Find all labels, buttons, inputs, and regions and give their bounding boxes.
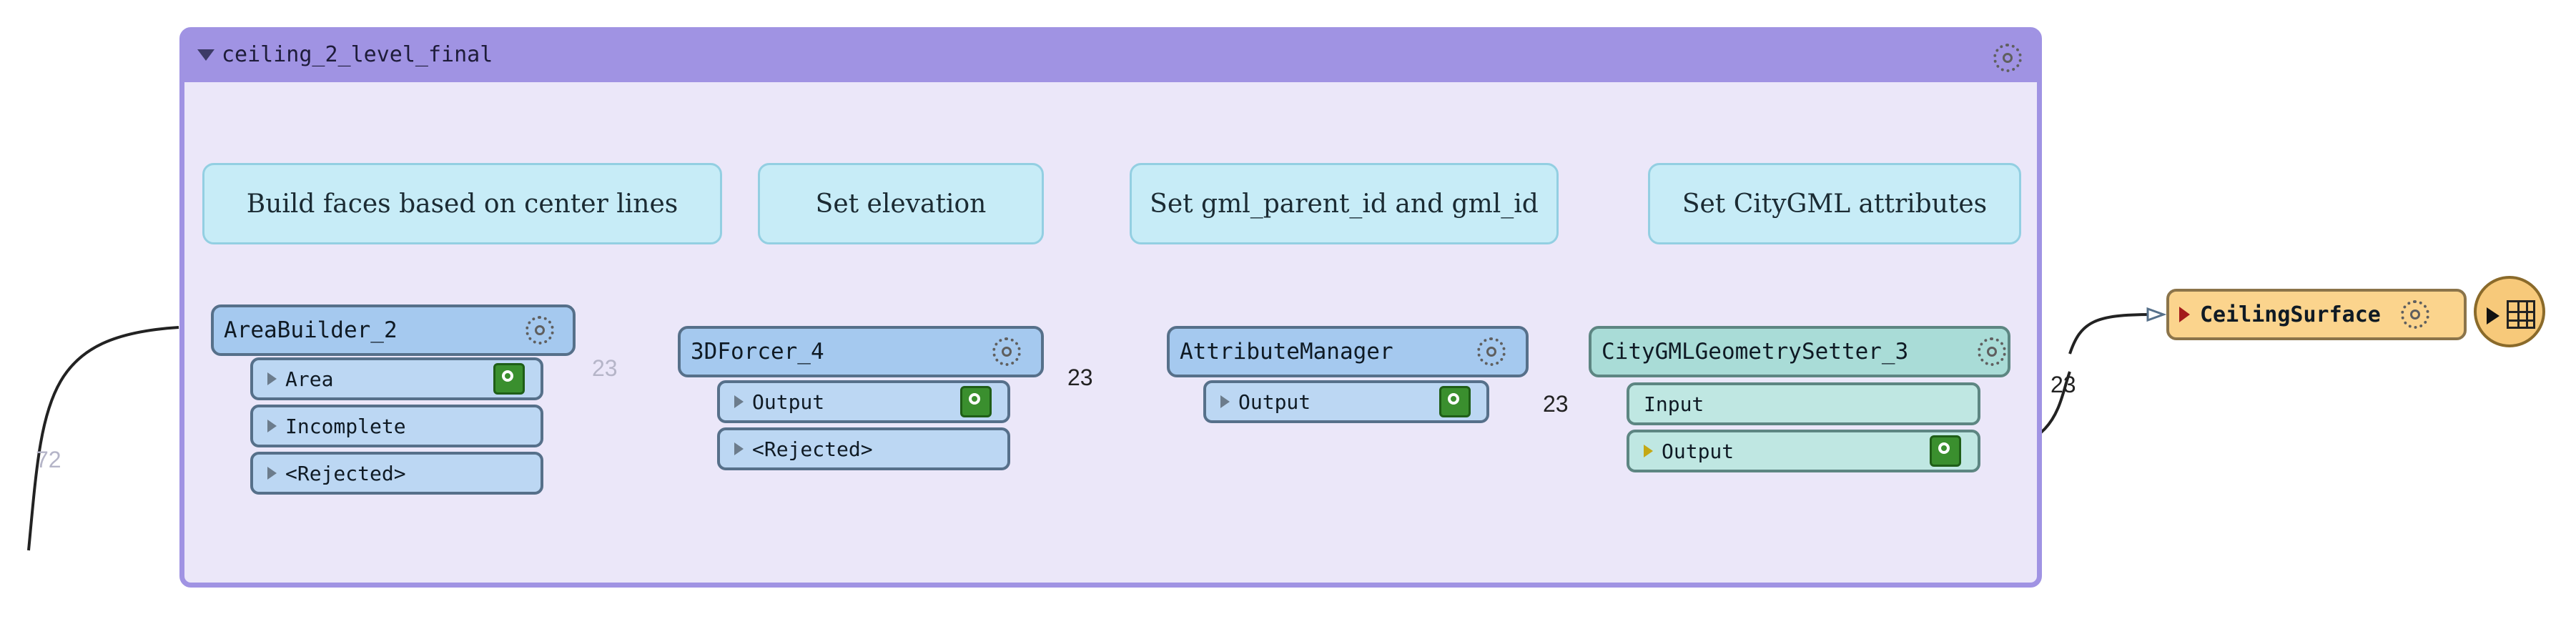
- port-label: Area: [285, 367, 334, 391]
- port-triangle-icon: [734, 395, 744, 408]
- output-port-output[interactable]: Output: [1627, 430, 1980, 472]
- wire-setter-writer-2[interactable]: [2068, 313, 2153, 355]
- gear-icon[interactable]: [1993, 44, 2022, 72]
- writer-triangle-icon: [2179, 307, 2190, 322]
- port-label: Output: [1238, 390, 1311, 414]
- port-label: Incomplete: [285, 414, 406, 438]
- transformer-attributemanager[interactable]: AttributeManager: [1167, 326, 1529, 377]
- arrow-icon: [2487, 307, 2499, 325]
- output-port-rejected[interactable]: <Rejected>: [250, 452, 543, 495]
- port-triangle-icon: [1220, 395, 1230, 408]
- output-port-output[interactable]: Output: [717, 380, 1010, 423]
- inspect-magnifier-icon[interactable]: [1439, 386, 1471, 417]
- transformer-name: AreaBuilder_2: [224, 317, 398, 343]
- writer-name: CeilingSurface: [2200, 302, 2381, 327]
- transformer-3dforcer[interactable]: 3DForcer_4: [678, 326, 1044, 377]
- port-triangle-icon: [1644, 445, 1653, 457]
- wire-incoming[interactable]: [27, 326, 179, 551]
- port-label: Output: [1662, 439, 1734, 463]
- gear-icon[interactable]: [525, 316, 554, 345]
- port-triangle-icon: [267, 467, 277, 480]
- feature-count-setter: 23: [2051, 372, 2076, 397]
- transformer-citygml-geometry-setter[interactable]: CityGMLGeometrySetter_3: [1589, 326, 2010, 377]
- feature-count-forcer: 23: [1067, 365, 1093, 390]
- wire-arrowhead: [2146, 307, 2167, 322]
- inspect-magnifier-icon[interactable]: [493, 363, 525, 395]
- port-label: Output: [752, 390, 825, 414]
- annotation-build-faces[interactable]: Build faces based on center lines: [202, 163, 722, 244]
- port-label: <Rejected>: [752, 437, 873, 461]
- port-triangle-icon: [267, 372, 277, 385]
- annotation-set-citygml-attributes[interactable]: Set CityGML attributes: [1648, 163, 2021, 244]
- gear-icon[interactable]: [992, 337, 1021, 366]
- collapse-triangle-icon[interactable]: [197, 49, 214, 61]
- inspect-magnifier-icon[interactable]: [1930, 435, 1961, 467]
- feature-count-incoming: 72: [36, 447, 61, 472]
- transformer-areabuilder[interactable]: AreaBuilder_2: [211, 304, 576, 356]
- port-label: Input: [1644, 392, 1704, 416]
- transformer-name: 3DForcer_4: [691, 339, 824, 365]
- output-port-output[interactable]: Output: [1203, 380, 1489, 423]
- port-triangle-icon: [267, 420, 277, 432]
- table-writer-icon[interactable]: [2474, 276, 2545, 347]
- output-port-incomplete[interactable]: Incomplete: [250, 405, 543, 447]
- output-port-rejected[interactable]: <Rejected>: [717, 427, 1010, 470]
- output-port-area[interactable]: Area: [250, 357, 543, 400]
- annotation-set-elevation[interactable]: Set elevation: [758, 163, 1044, 244]
- gear-icon[interactable]: [1477, 337, 1506, 366]
- inspect-magnifier-icon[interactable]: [960, 386, 992, 417]
- bookmark-header[interactable]: ceiling_2_level_final: [184, 32, 2037, 82]
- port-label: <Rejected>: [285, 461, 406, 485]
- gear-icon[interactable]: [1978, 337, 2006, 366]
- input-port-input[interactable]: Input: [1627, 382, 1980, 425]
- transformer-name: AttributeManager: [1180, 339, 1393, 365]
- writer-ceilingsurface[interactable]: CeilingSurface: [2166, 289, 2467, 340]
- feature-count-attr: 23: [1543, 391, 1569, 417]
- gear-icon[interactable]: [2401, 300, 2429, 329]
- port-triangle-icon: [734, 442, 744, 455]
- transformer-name: CityGMLGeometrySetter_3: [1602, 339, 1909, 365]
- bookmark-title: ceiling_2_level_final: [222, 42, 493, 67]
- annotation-set-gml-ids[interactable]: Set gml_parent_id and gml_id: [1130, 163, 1559, 244]
- table-grid-icon: [2507, 300, 2535, 329]
- feature-count-area: 23: [592, 355, 618, 381]
